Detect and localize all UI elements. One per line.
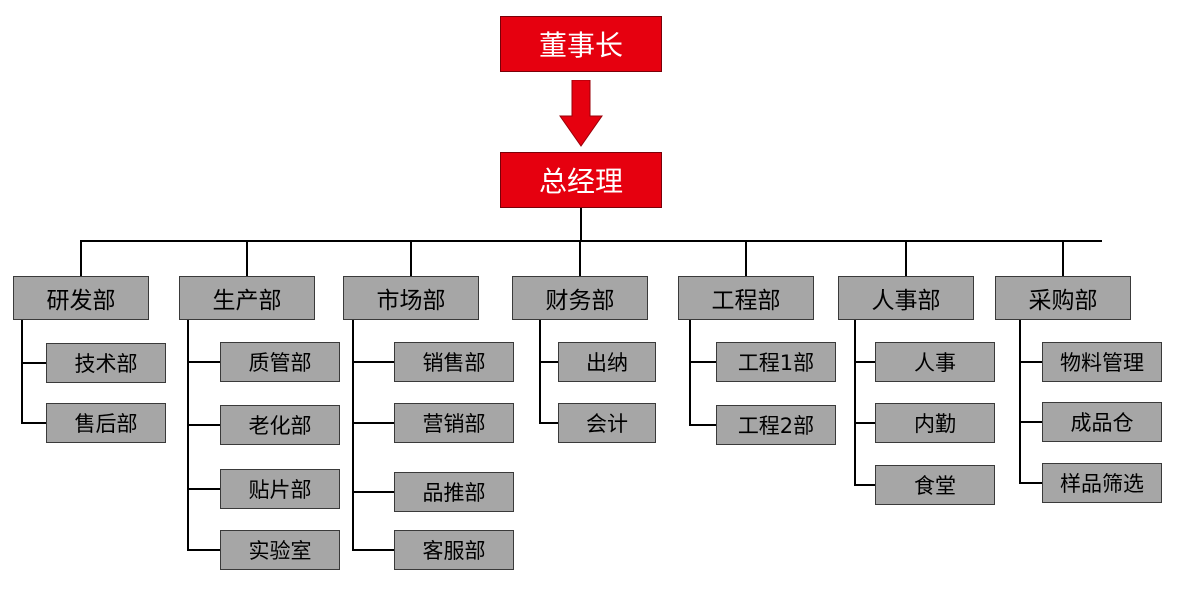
sub-branch-line <box>689 361 716 363</box>
sub-department-box: 销售部 <box>394 342 514 382</box>
sub-branch-line <box>352 422 394 424</box>
department-label: 人事部 <box>871 288 941 314</box>
sub-department-label: 样品筛选 <box>1060 472 1144 496</box>
dept-drop-line <box>410 241 412 276</box>
sub-department-label: 食堂 <box>914 474 956 498</box>
department-label: 市场部 <box>376 288 446 314</box>
sub-department-box: 客服部 <box>394 530 514 570</box>
sub-branch-line <box>352 491 394 493</box>
dept-drop-line <box>80 241 82 276</box>
sub-branch-line <box>352 361 394 363</box>
department-box: 财务部 <box>512 276 648 320</box>
sub-branch-line <box>1019 361 1042 363</box>
chairman-label: 董事长 <box>538 29 623 62</box>
sub-trunk-line <box>1019 320 1021 484</box>
sub-department-box: 会计 <box>558 403 656 443</box>
sub-department-box: 售后部 <box>46 403 166 443</box>
sub-branch-line <box>352 549 394 551</box>
sub-department-box: 营销部 <box>394 403 514 443</box>
sub-trunk-line <box>539 320 541 424</box>
department-box: 采购部 <box>995 276 1131 320</box>
sub-department-box: 内勤 <box>875 403 995 443</box>
sub-department-box: 物料管理 <box>1042 342 1162 382</box>
sub-department-box: 人事 <box>875 342 995 382</box>
gm-connector <box>580 208 582 242</box>
sub-department-label: 出纳 <box>586 351 628 375</box>
dept-drop-line <box>1062 241 1064 276</box>
sub-trunk-line <box>21 320 23 424</box>
sub-department-label: 物料管理 <box>1060 351 1144 375</box>
dept-drop-line <box>246 241 248 276</box>
department-box: 工程部 <box>678 276 814 320</box>
dept-drop-line <box>579 241 581 276</box>
sub-department-box: 老化部 <box>220 405 340 445</box>
dept-drop-line <box>745 241 747 276</box>
sub-department-label: 销售部 <box>422 351 486 375</box>
sub-department-box: 技术部 <box>46 343 166 383</box>
department-label: 研发部 <box>46 288 116 314</box>
sub-department-label: 内勤 <box>914 412 956 436</box>
sub-department-label: 营销部 <box>422 412 486 436</box>
sub-branch-line <box>539 361 558 363</box>
sub-department-label: 人事 <box>914 351 956 375</box>
sub-branch-line <box>854 422 875 424</box>
sub-department-box: 实验室 <box>220 530 340 570</box>
department-box: 生产部 <box>179 276 315 320</box>
sub-department-label: 工程2部 <box>737 414 815 438</box>
sub-branch-line <box>854 361 875 363</box>
sub-branch-line <box>187 361 220 363</box>
sub-department-label: 售后部 <box>74 412 138 436</box>
department-box: 人事部 <box>838 276 974 320</box>
sub-trunk-line <box>854 320 856 486</box>
department-box: 市场部 <box>343 276 479 320</box>
sub-branch-line <box>1019 421 1042 423</box>
sub-department-label: 会计 <box>586 412 628 436</box>
sub-department-box: 质管部 <box>220 342 340 382</box>
sub-department-label: 客服部 <box>422 539 486 563</box>
dept-drop-line <box>905 241 907 276</box>
sub-department-box: 成品仓 <box>1042 402 1162 442</box>
sub-branch-line <box>1019 482 1042 484</box>
sub-department-label: 成品仓 <box>1070 411 1134 435</box>
sub-branch-line <box>187 549 220 551</box>
sub-branch-line <box>539 422 558 424</box>
chairman-box: 董事长 <box>500 16 662 72</box>
down-arrow-icon <box>559 80 603 147</box>
sub-branch-line <box>21 422 46 424</box>
department-label: 采购部 <box>1028 288 1098 314</box>
sub-department-box: 工程2部 <box>716 405 836 445</box>
sub-branch-line <box>854 484 875 486</box>
sub-department-box: 工程1部 <box>716 342 836 382</box>
sub-department-label: 质管部 <box>248 351 312 375</box>
sub-department-box: 品推部 <box>394 472 514 512</box>
sub-department-box: 出纳 <box>558 342 656 382</box>
sub-branch-line <box>187 488 220 490</box>
department-box: 研发部 <box>13 276 149 320</box>
sub-department-box: 样品筛选 <box>1042 463 1162 503</box>
department-label: 工程部 <box>711 288 781 314</box>
sub-trunk-line <box>689 320 691 426</box>
general-manager-label: 总经理 <box>538 165 623 198</box>
sub-branch-line <box>689 424 716 426</box>
sub-department-label: 老化部 <box>248 414 312 438</box>
sub-department-label: 工程1部 <box>737 351 815 375</box>
sub-department-label: 品推部 <box>422 481 486 505</box>
sub-department-label: 贴片部 <box>248 478 312 502</box>
department-label: 财务部 <box>545 288 615 314</box>
sub-branch-line <box>21 362 46 364</box>
sub-department-label: 技术部 <box>74 352 138 376</box>
sub-department-box: 食堂 <box>875 465 995 505</box>
sub-branch-line <box>187 424 220 426</box>
sub-trunk-line <box>352 320 354 551</box>
department-label: 生产部 <box>212 288 282 314</box>
general-manager-box: 总经理 <box>500 152 662 208</box>
sub-department-box: 贴片部 <box>220 469 340 509</box>
sub-trunk-line <box>187 320 189 551</box>
sub-department-label: 实验室 <box>248 539 312 563</box>
department-bus <box>80 240 1102 242</box>
